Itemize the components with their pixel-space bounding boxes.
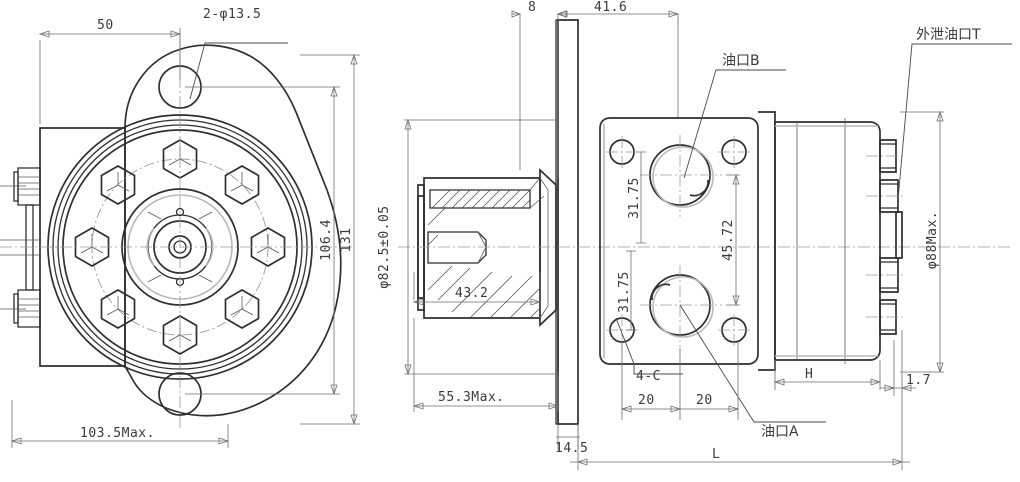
dim-phi82-5: φ82.5±0.05 xyxy=(377,118,556,376)
dim-55-3-max-text: 55.3Max. xyxy=(438,390,505,405)
dim-14-5-text: 14.5 xyxy=(555,441,588,456)
dim-14-5: 14.5 xyxy=(555,424,588,456)
dim-8: 8 xyxy=(511,0,567,178)
dim-45-72-text: 45.72 xyxy=(721,219,736,261)
motor-body-group: 外泄油口T φ88Max. 1.7 H xyxy=(570,27,1012,470)
dim-43-2: 43.2 xyxy=(412,272,542,318)
dim-1-7-text: 1.7 xyxy=(906,373,931,388)
dim-h-text: H xyxy=(805,367,813,382)
dim-50-text: 50 xyxy=(97,18,114,33)
dim-l-text: L xyxy=(712,447,720,462)
leader-2phi135: 2-φ13.5 xyxy=(189,7,288,100)
dim-phi82-5-text: φ82.5±0.05 xyxy=(377,205,392,288)
dim-41-6: 41.6 xyxy=(556,0,680,118)
dim-131-text: 131 xyxy=(339,228,354,253)
port-block-group: 31.75 31.75 45.72 油口B 油口A 4-C xyxy=(599,53,826,440)
dim-106-4: 106.4 xyxy=(185,85,340,396)
dim-103-5-max-text: 103.5Max. xyxy=(80,426,155,441)
port-b-circle xyxy=(640,135,722,217)
left-view-group: 50 2-φ13.5 106.4 131 xyxy=(0,7,360,448)
dim-43-2-text: 43.2 xyxy=(455,286,488,301)
dim-131: 131 xyxy=(300,53,360,426)
leader-port-t: 外泄油口T xyxy=(897,27,1012,201)
port-plate xyxy=(599,117,759,365)
dim-45-72: 45.72 xyxy=(721,173,740,307)
leader-4-c: 4-C xyxy=(615,317,683,384)
mount-flange xyxy=(557,19,579,425)
port-t-label-text: 外泄油口T xyxy=(916,27,981,43)
dim-8-text: 8 xyxy=(528,0,536,15)
section-view-group: 8 41.6 φ82.5±0.05 43.2 xyxy=(377,0,1012,456)
dim-h: H xyxy=(773,360,882,390)
dim-31-75-lower-text: 31.75 xyxy=(617,271,632,313)
dim-55-3-max: 55.3Max. xyxy=(412,318,560,412)
port-plate-bolt-holes xyxy=(606,136,752,346)
dim-31-75-upper: 31.75 xyxy=(627,151,646,244)
dim-31-75-lower: 31.75 xyxy=(617,250,636,331)
leader-port-a: 油口A xyxy=(679,304,826,440)
port-a-label: 油口A xyxy=(761,424,799,440)
port-a-circle xyxy=(640,265,722,347)
leader-port-b: 油口B xyxy=(683,53,786,179)
port-b-label: 油口B xyxy=(722,53,760,69)
dim-20-left-text: 20 xyxy=(638,393,655,408)
hex-bolt-heads xyxy=(74,139,286,355)
dim-phi88-max: φ88Max. xyxy=(900,110,944,374)
dim-2phi135-text: 2-φ13.5 xyxy=(203,7,261,22)
left-port-fittings xyxy=(0,167,41,328)
dim-103-5-max: 103.5Max. xyxy=(10,400,230,448)
dim-106-4-text: 106.4 xyxy=(319,219,334,261)
end-cap-bolts xyxy=(866,139,906,335)
dim-20-right-text: 20 xyxy=(696,393,713,408)
dim-1-7: 1.7 xyxy=(880,330,931,396)
dim-20-left: 20 xyxy=(620,342,682,420)
dim-50: 50 xyxy=(38,18,182,124)
dim-31-75-upper-text: 31.75 xyxy=(627,177,642,219)
motor-body xyxy=(774,121,881,361)
dim-20-right: 20 xyxy=(680,342,740,420)
dim-41-6-text: 41.6 xyxy=(594,0,627,15)
dim-phi88-max-text: φ88Max. xyxy=(925,211,940,269)
dim-4-c-text: 4-C xyxy=(636,369,661,384)
dim-l: L xyxy=(570,396,910,470)
